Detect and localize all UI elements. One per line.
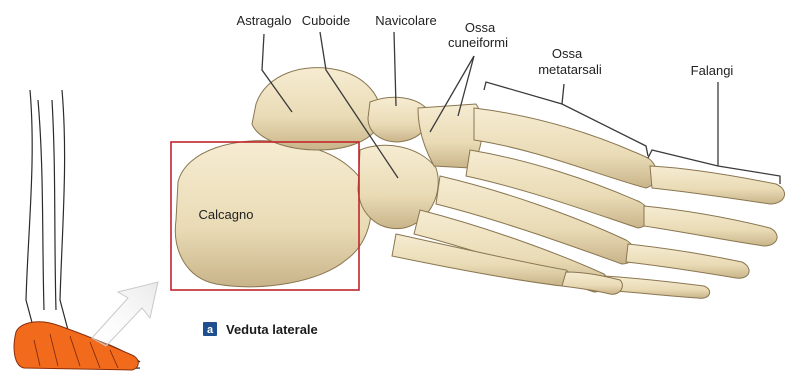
- foot-skeleton-illustration: [175, 68, 784, 299]
- metatarsali-leader: [562, 84, 564, 104]
- label-calcagno: Calcagno: [199, 207, 254, 222]
- label-falangi: Falangi: [691, 63, 734, 78]
- navicolare-leader: [394, 32, 396, 106]
- talus-bone: [252, 68, 381, 150]
- label-metatarsali-line1: Ossa: [552, 46, 583, 61]
- caption-text: Veduta laterale: [226, 322, 318, 337]
- pointer-arrow: [92, 282, 158, 346]
- label-cuneiformi-line1: Ossa: [465, 20, 496, 35]
- label-metatarsali-line2: metatarsali: [538, 62, 602, 77]
- label-navicolare: Navicolare: [375, 13, 436, 28]
- figure-caption: a Veduta laterale: [203, 322, 318, 337]
- label-astragalo: Astragalo: [237, 13, 292, 28]
- label-cuboide: Cuboide: [302, 13, 350, 28]
- label-cuneiformi-line2: cuneiformi: [448, 35, 508, 50]
- caption-badge-letter: a: [207, 324, 214, 336]
